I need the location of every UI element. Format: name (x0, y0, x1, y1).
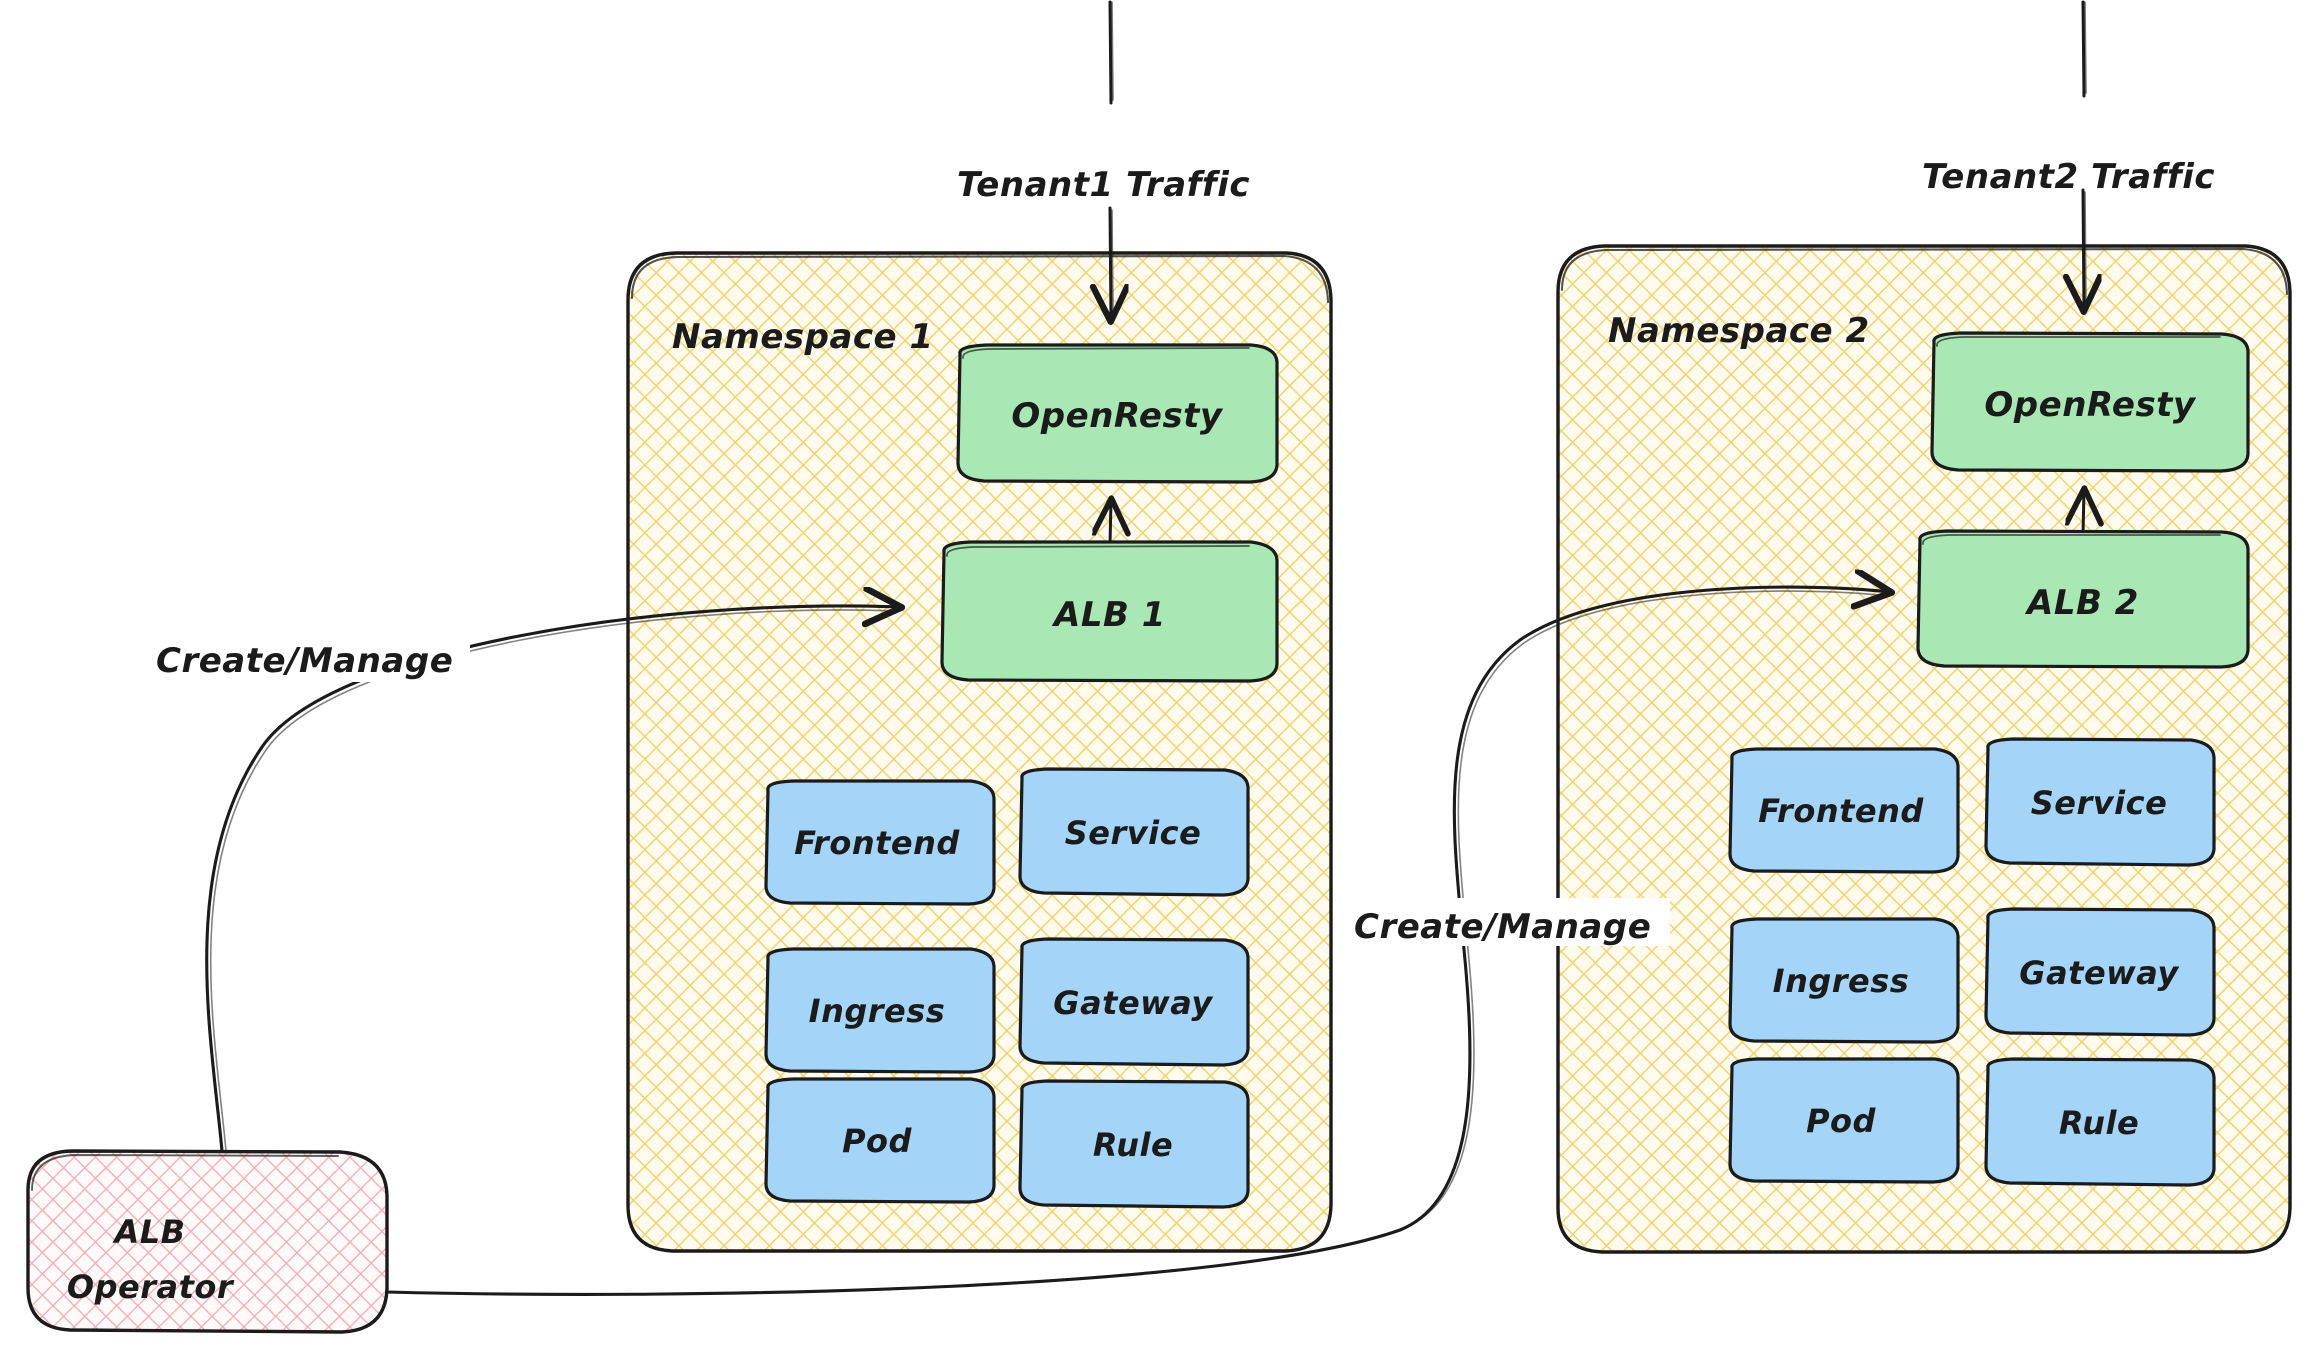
edge-operator-alb2-label: Create/Manage (1354, 907, 1651, 947)
node-alb-2-label: ALB 2 (2024, 583, 2139, 623)
namespace-1-label: Namespace 1 (672, 317, 934, 357)
resource-rule-1-label: Rule (1093, 1126, 1173, 1164)
resource-pod-2[interactable]: Pod (1728, 1057, 1960, 1184)
edge-label-bg-2 (1348, 898, 1670, 946)
resource-pod-1-label: Pod (842, 1122, 912, 1160)
node-openresty-2-label: OpenResty (1984, 385, 2197, 425)
node-alb-operator-label-line1: ALB (111, 1213, 185, 1251)
resource-ingress-2-label: Ingress (1773, 962, 1910, 1000)
node-alb-1[interactable]: ALB 1 (940, 540, 1279, 683)
resource-pod-2-label: Pod (1806, 1102, 1876, 1140)
node-alb-operator[interactable]: ALB Operator (26, 1149, 389, 1334)
resource-rule-2-label: Rule (2059, 1104, 2139, 1142)
tenant2-traffic-label: Tenant2 Traffic (1922, 157, 2215, 197)
resource-rule-2[interactable]: Rule (1984, 1057, 2216, 1187)
node-openresty-1[interactable]: OpenResty (956, 343, 1279, 484)
tenant1-traffic-label: Tenant1 Traffic (957, 165, 1250, 205)
node-alb-operator-label-line2: Operator (67, 1268, 235, 1306)
resource-gateway-2[interactable]: Gateway (1984, 907, 2216, 1037)
resource-frontend-2-label: Frontend (1758, 792, 1924, 830)
node-openresty-2[interactable]: OpenResty (1930, 331, 2250, 473)
edge-operator-alb2 (385, 587, 1890, 1296)
resource-frontend-2[interactable]: Frontend (1728, 747, 1960, 874)
node-alb-1-label: ALB 1 (1051, 595, 1166, 635)
resource-rule-1[interactable]: Rule (1018, 1079, 1250, 1209)
edge-alb1-openresty1 (1110, 500, 1111, 547)
edge-label-bg-1 (148, 632, 470, 682)
resource-ingress-1[interactable]: Ingress (764, 947, 996, 1074)
edge-operator-alb1 (205, 606, 900, 1153)
resource-gateway-2-label: Gateway (2019, 954, 2179, 992)
edge-alb2-openresty2 (2083, 490, 2084, 537)
resource-pod-1[interactable]: Pod (764, 1077, 996, 1204)
tenant1-traffic-arrow (1110, 0, 1113, 320)
node-openresty-1-label: OpenResty (1011, 396, 1224, 436)
edge-operator-alb1-label: Create/Manage (156, 641, 453, 681)
resource-service-2-label: Service (2031, 784, 2168, 822)
resource-frontend-1[interactable]: Frontend (764, 779, 996, 906)
resource-ingress-1-label: Ingress (809, 992, 946, 1030)
resource-gateway-1-label: Gateway (1053, 984, 1213, 1022)
tenant2-traffic-arrow (2083, 0, 2086, 310)
resource-service-2[interactable]: Service (1984, 737, 2216, 867)
resource-service-1-label: Service (1065, 814, 1202, 852)
node-alb-2[interactable]: ALB 2 (1916, 529, 2250, 669)
resource-frontend-1-label: Frontend (794, 824, 960, 862)
resource-ingress-2[interactable]: Ingress (1728, 917, 1960, 1044)
namespace-2-label: Namespace 2 (1608, 311, 1870, 351)
resource-service-1[interactable]: Service (1018, 767, 1250, 897)
resource-gateway-1[interactable]: Gateway (1018, 937, 1250, 1067)
